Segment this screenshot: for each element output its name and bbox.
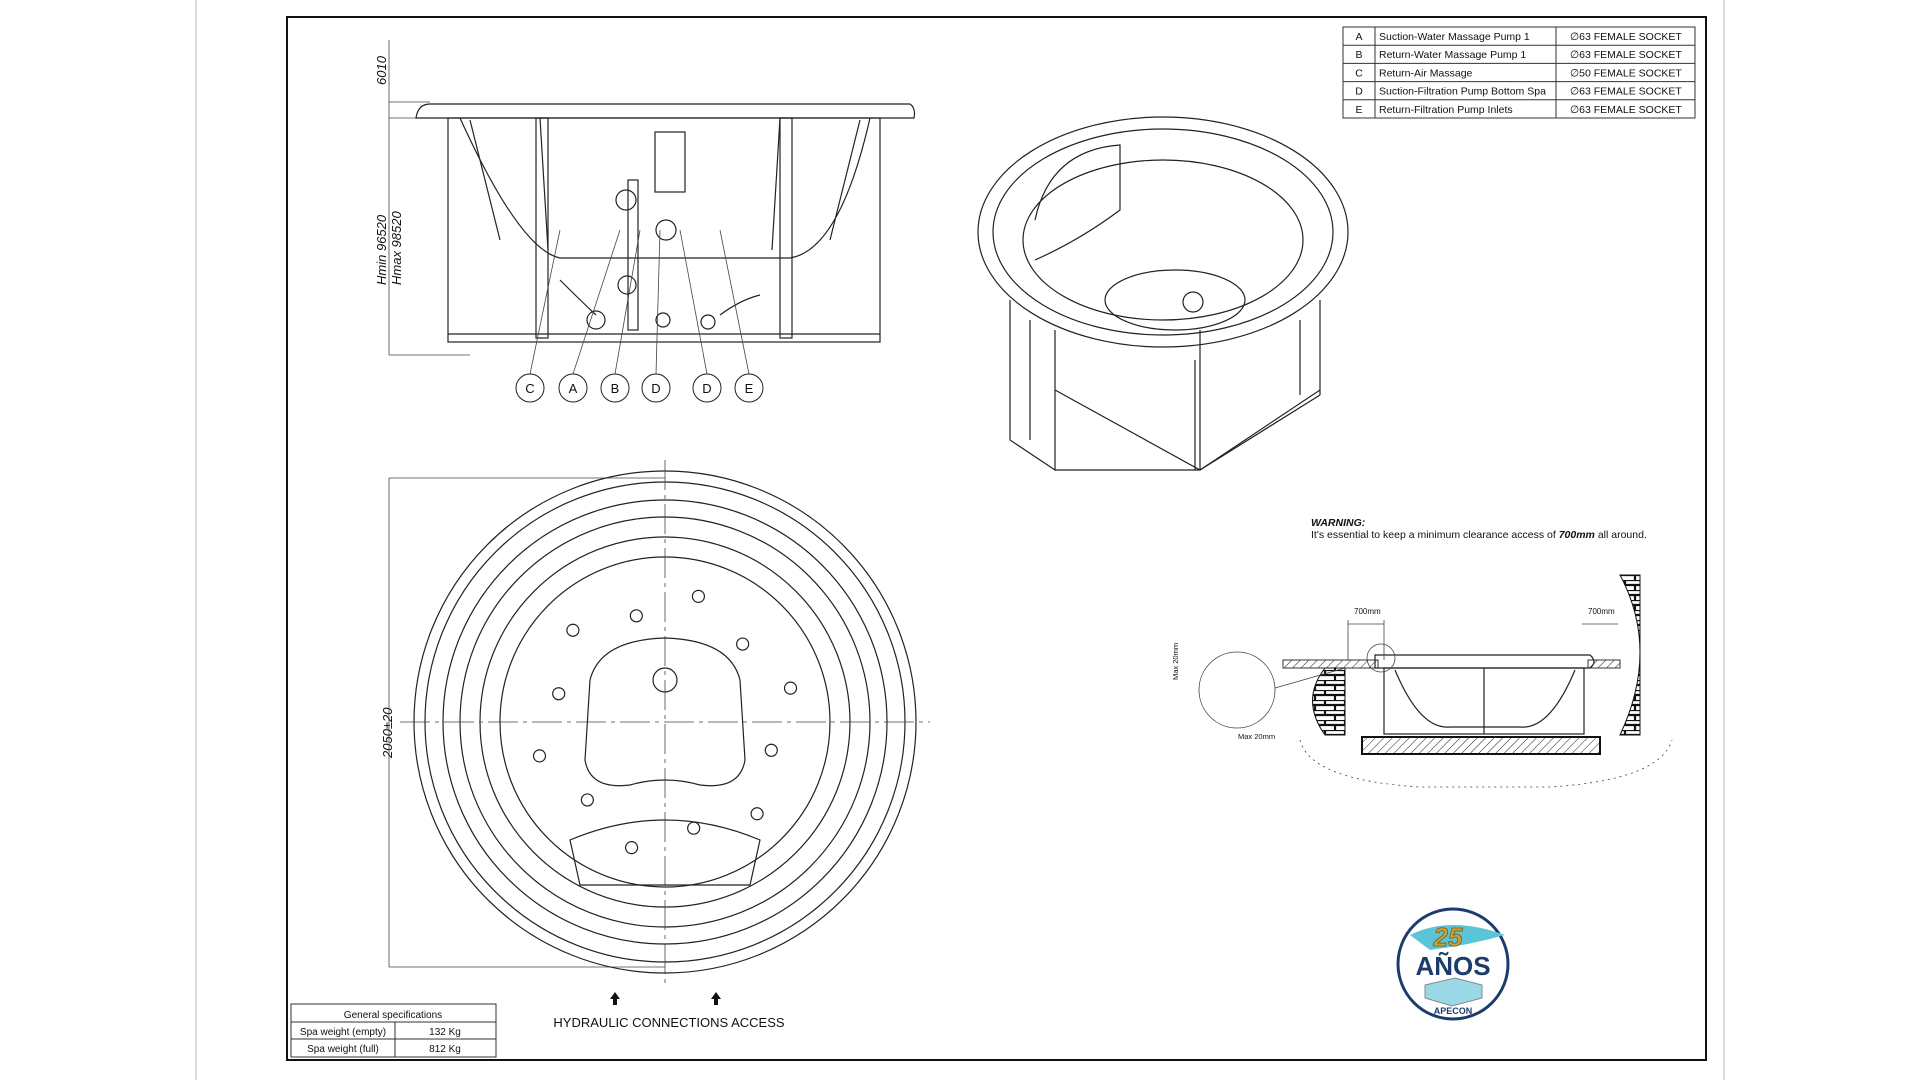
spec-value: 812 Kg xyxy=(429,1044,461,1055)
clearance-right-label: 700mm xyxy=(1588,607,1615,616)
table-row: D Suction-Filtration Pump Bottom Spa ∅63 F… xyxy=(1355,86,1682,98)
max-horizontal-label: Max 20mm xyxy=(1238,732,1275,741)
connection-description: Return-Air Massage xyxy=(1379,67,1473,79)
connection-description: Return-Filtration Pump Inlets xyxy=(1379,104,1513,116)
hydraulic-access: HYDRAULIC CONNECTIONS ACCESS xyxy=(553,992,785,1030)
jet-icon xyxy=(580,793,594,807)
jet-icon xyxy=(629,609,643,623)
jet-icon xyxy=(687,821,701,835)
jet-icon xyxy=(736,637,750,651)
callout-d: D xyxy=(679,229,722,403)
connection-fitting: ∅63 FEMALE SOCKET xyxy=(1570,31,1682,43)
connection-fitting: ∅50 FEMALE SOCKET xyxy=(1570,67,1682,79)
connection-description: Suction-Filtration Pump Bottom Spa xyxy=(1379,86,1546,98)
table-row: E Return-Filtration Pump Inlets ∅63 FEMALE… xyxy=(1355,104,1682,116)
callout-label: E xyxy=(745,381,754,396)
max-vertical-label: Max 20mm xyxy=(1171,643,1180,680)
callout-b: B xyxy=(600,229,641,403)
specs-title: General specifications xyxy=(344,1010,442,1021)
dim-hmin-label: Hmin 96520 xyxy=(374,214,389,285)
side-view: 6010 Hmin 96520 Hmax 98520 C A B D D E xyxy=(374,40,916,403)
jet-icon xyxy=(750,807,764,821)
isometric-view xyxy=(977,116,1349,471)
apecon-25-years-logo: 25 AÑOS APECON xyxy=(1396,907,1510,1021)
connection-description: Return-Water Massage Pump 1 xyxy=(1379,49,1526,61)
spec-label: Spa weight (full) xyxy=(307,1044,379,1055)
general-specifications-table: General specifications Spa weight (empty… xyxy=(290,1003,497,1058)
connection-code: E xyxy=(1355,104,1362,116)
connection-description: Suction-Water Massage Pump 1 xyxy=(1379,31,1530,43)
callout-label: B xyxy=(611,381,620,396)
logo-text: 25 xyxy=(1433,922,1463,952)
logo-text: APECON xyxy=(1434,1006,1473,1016)
clearance-left-label: 700mm xyxy=(1354,607,1381,616)
logo-text: AÑOS xyxy=(1415,951,1490,981)
jet-icon xyxy=(624,841,639,855)
connection-code: B xyxy=(1355,49,1362,61)
callout-d: D xyxy=(641,229,671,403)
connection-code: C xyxy=(1355,67,1363,79)
arrow-up-icon xyxy=(610,992,620,1005)
jet-icon xyxy=(764,743,778,757)
connection-fitting: ∅63 FEMALE SOCKET xyxy=(1570,86,1682,98)
table-row: C Return-Air Massage ∅50 FEMALE SOCKET xyxy=(1355,67,1682,79)
connection-fitting: ∅63 FEMALE SOCKET xyxy=(1570,49,1682,61)
table-row: B Return-Water Massage Pump 1 ∅63 FEMALE S… xyxy=(1355,49,1682,61)
top-view: 2050±20 xyxy=(380,460,930,985)
hydraulic-access-label: HYDRAULIC CONNECTIONS ACCESS xyxy=(553,1015,784,1030)
installation-diagram: 700mm 700mm Max 20mm Max 20mm xyxy=(1171,574,1673,788)
callout-e: E xyxy=(719,229,764,403)
connection-fitting: ∅63 FEMALE SOCKET xyxy=(1570,104,1682,116)
jet-icon xyxy=(532,749,547,763)
warning-text: It's essential to keep a minimum clearan… xyxy=(1311,529,1647,541)
jet-icon xyxy=(691,589,706,603)
warning-title: WARNING: xyxy=(1311,517,1365,529)
callout-label: A xyxy=(569,381,578,396)
callout-a: A xyxy=(558,229,621,403)
arrow-up-icon xyxy=(711,992,721,1005)
diameter-label: 2050±20 xyxy=(380,707,395,759)
connections-table: A Suction-Water Massage Pump 1 ∅63 FEMALE … xyxy=(1342,26,1696,119)
jet-icon xyxy=(566,623,580,637)
spec-label: Spa weight (empty) xyxy=(300,1027,386,1038)
callout-label: C xyxy=(525,381,534,396)
connection-code: A xyxy=(1355,31,1362,43)
callout-label: D xyxy=(702,381,711,396)
warning-note: WARNING: It's essential to keep a minimu… xyxy=(1311,517,1647,541)
dim-hmax-label: Hmax 98520 xyxy=(389,211,404,285)
drawing-frame xyxy=(286,16,1707,1061)
dim-top-label: 6010 xyxy=(374,55,389,85)
spec-value: 132 Kg xyxy=(429,1027,461,1038)
connection-code: D xyxy=(1355,86,1363,98)
callout-c: C xyxy=(515,229,561,403)
table-row: A Suction-Water Massage Pump 1 ∅63 FEMALE … xyxy=(1355,31,1682,43)
callout-label: D xyxy=(651,381,660,396)
jet-icon xyxy=(552,687,566,701)
jet-icon xyxy=(783,681,798,695)
